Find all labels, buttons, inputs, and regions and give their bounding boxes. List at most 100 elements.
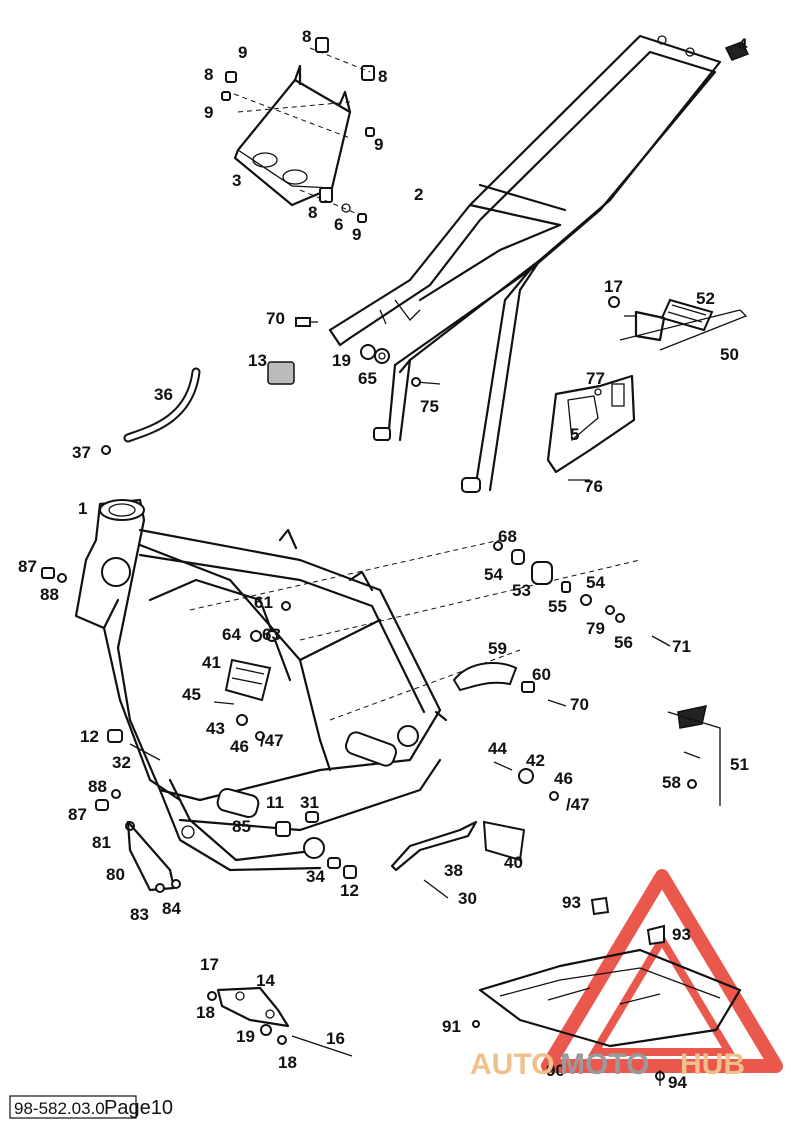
label-46: 46	[230, 737, 249, 756]
label-91: 91	[442, 1017, 461, 1036]
label-18: 18	[196, 1003, 215, 1022]
label-1: 1	[78, 499, 87, 518]
label-94: 94	[668, 1073, 687, 1092]
label-63: 63	[262, 625, 281, 644]
label-4: 4	[738, 35, 748, 54]
frame-hardware	[41, 567, 357, 893]
label-41: 41	[202, 653, 221, 672]
watermark-logo	[541, 869, 783, 1073]
label-85: 85	[232, 817, 251, 836]
part-mainframe-1	[74, 498, 448, 872]
label-90: 90	[546, 1061, 565, 1080]
label-3: 3	[232, 171, 241, 190]
label-53: 53	[512, 581, 531, 600]
part-linkage-14	[207, 986, 353, 1057]
watermark-auto: AUTO	[470, 1048, 554, 1081]
label-11: 11	[266, 793, 284, 812]
label-71: 71	[672, 637, 691, 656]
label-70: 70	[570, 695, 589, 714]
label-83: 83	[130, 905, 149, 924]
bracket-leaders	[233, 47, 371, 216]
label-64: 64	[222, 625, 241, 644]
label-93: 93	[672, 925, 691, 944]
label-9: 9	[204, 103, 213, 122]
label-14: 14	[256, 971, 275, 990]
label-19: 19	[236, 1027, 255, 1046]
label-54: 54	[586, 573, 605, 592]
label-18: 18	[278, 1053, 297, 1072]
footer: 98-582.03.0 Page10	[9, 1095, 173, 1119]
label-40: 40	[504, 853, 523, 872]
footer-page: Page10	[104, 1097, 173, 1119]
label-47: /47	[260, 731, 284, 750]
label-8: 8	[378, 67, 387, 86]
label-46: 46	[554, 769, 573, 788]
label-42: 42	[526, 751, 545, 770]
label-12: 12	[80, 727, 99, 746]
subframe-small-parts	[267, 317, 441, 387]
label-59: 59	[488, 639, 507, 658]
part-4-cap	[724, 41, 750, 61]
label-45: 45	[182, 685, 201, 704]
label-93: 93	[562, 893, 581, 912]
label-55: 55	[548, 597, 567, 616]
label-37: 37	[72, 443, 91, 462]
watermark-hub: HUB	[680, 1048, 745, 1081]
label-9: 9	[352, 225, 361, 244]
label-13: 13	[248, 351, 267, 370]
label-5: 5	[570, 425, 579, 444]
label-81: 81	[92, 833, 111, 852]
label-2: 2	[414, 185, 423, 204]
label-54: 54	[484, 565, 503, 584]
label-76: 76	[584, 477, 603, 496]
label-51: 51	[730, 755, 749, 774]
footer-code-box	[9, 1095, 137, 1119]
label-84: 84	[162, 899, 181, 918]
watermark-moto: MOTO	[560, 1048, 649, 1081]
label-12: 12	[340, 881, 359, 900]
label-60: 60	[532, 665, 551, 684]
label-16: 16	[326, 1029, 345, 1048]
label-75: 75	[420, 397, 439, 416]
label-9: 9	[374, 135, 383, 154]
label-87: 87	[68, 805, 87, 824]
part-brake-pedal-40	[390, 761, 559, 899]
label-36: 36	[154, 385, 173, 404]
part-sideplate-5	[546, 374, 636, 481]
part-skidplate-90	[472, 896, 742, 1086]
part-bracket-3	[233, 64, 352, 207]
label-31: 31	[300, 793, 319, 812]
label-17: 17	[604, 277, 623, 296]
part-number-labels: 9 8 8 8 9 9 3 8 6 9 4 2 17 52 50 70 13 1…	[18, 27, 749, 1092]
label-80: 80	[106, 865, 125, 884]
label-47: /47	[566, 795, 590, 814]
part-chainguide-59	[452, 662, 567, 707]
label-56: 56	[614, 633, 633, 652]
label-32: 32	[112, 753, 131, 772]
label-8: 8	[204, 65, 213, 84]
label-88: 88	[40, 585, 59, 604]
part-subframe-2	[328, 34, 722, 493]
label-38: 38	[444, 861, 463, 880]
label-61: 61	[254, 593, 273, 612]
part-footpeg-41	[213, 658, 272, 741]
label-52: 52	[696, 289, 715, 308]
label-65: 65	[358, 369, 377, 388]
label-6: 6	[334, 215, 343, 234]
label-30: 30	[458, 889, 477, 908]
label-70: 70	[266, 309, 285, 328]
part-bracket-51	[667, 705, 721, 806]
label-50: 50	[720, 345, 739, 364]
label-44: 44	[488, 739, 507, 758]
label-87: 87	[18, 557, 37, 576]
rubber-mounts	[221, 37, 375, 223]
label-34: 34	[306, 867, 325, 886]
label-9: 9	[238, 43, 247, 62]
footer-code: 98-582.03.0	[14, 1099, 105, 1118]
label-88: 88	[88, 777, 107, 796]
swingarm-bushings	[189, 539, 671, 721]
watermark-text: AUTO MOTO HUB	[470, 1048, 745, 1081]
label-68: 68	[498, 527, 517, 546]
